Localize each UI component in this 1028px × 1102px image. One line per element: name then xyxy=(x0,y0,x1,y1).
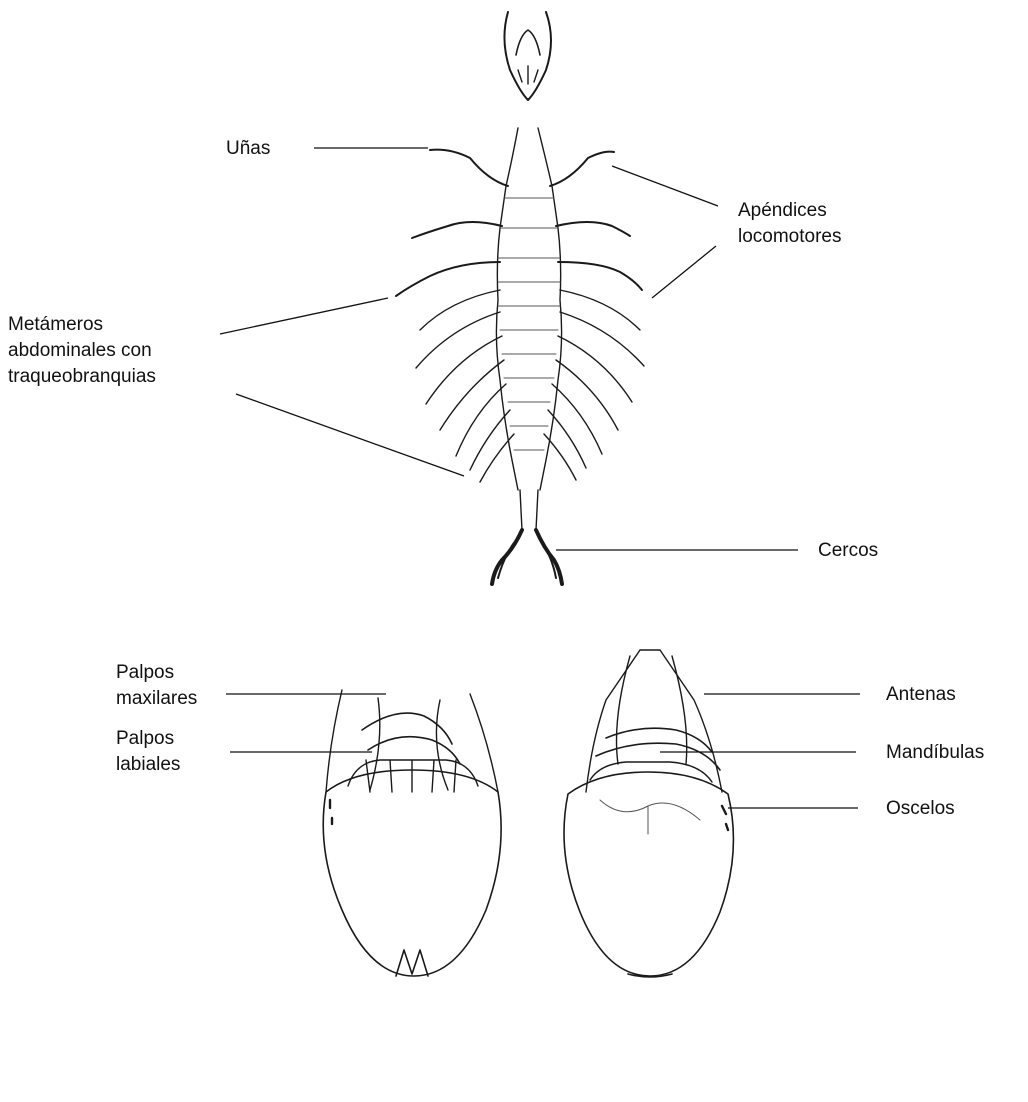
label-unas: Uñas xyxy=(226,136,270,162)
larva-drawing xyxy=(220,12,798,584)
larva-head xyxy=(504,12,551,100)
label-apendices-locomotores: Apéndices locomotores xyxy=(738,198,842,250)
label-metameros-line-2: abdominales con xyxy=(8,338,156,364)
label-palpos-labiales-line-2: labiales xyxy=(116,752,180,778)
label-mandibulas: Mandíbulas xyxy=(886,740,984,766)
label-palpos-labiales: Palpos labiales xyxy=(116,726,180,778)
label-antenas: Antenas xyxy=(886,682,956,708)
larva-legs xyxy=(396,150,642,296)
label-apendices-line-2: locomotores xyxy=(738,224,842,250)
larva-cerci xyxy=(492,530,562,584)
label-cercos: Cercos xyxy=(818,538,878,564)
head-ventral-drawing xyxy=(226,690,501,976)
larva-gills xyxy=(416,290,644,482)
label-palpos-labiales-line-1: Palpos xyxy=(116,726,180,752)
label-apendices-line-1: Apéndices xyxy=(738,198,842,224)
label-metameros-line-3: traqueobranquias xyxy=(8,364,156,390)
head-dorsal-drawing xyxy=(564,650,860,977)
label-metameros-line-1: Metámeros xyxy=(8,312,156,338)
larva-body xyxy=(496,128,561,530)
label-palpos-maxilares-line-2: maxilares xyxy=(116,686,197,712)
label-palpos-maxilares-line-1: Palpos xyxy=(116,660,197,686)
label-palpos-maxilares: Palpos maxilares xyxy=(116,660,197,712)
label-metameros: Metámeros abdominales con traqueobranqui… xyxy=(8,312,156,390)
larva-leader-lines xyxy=(220,148,798,550)
label-oscelos: Oscelos xyxy=(886,796,955,822)
